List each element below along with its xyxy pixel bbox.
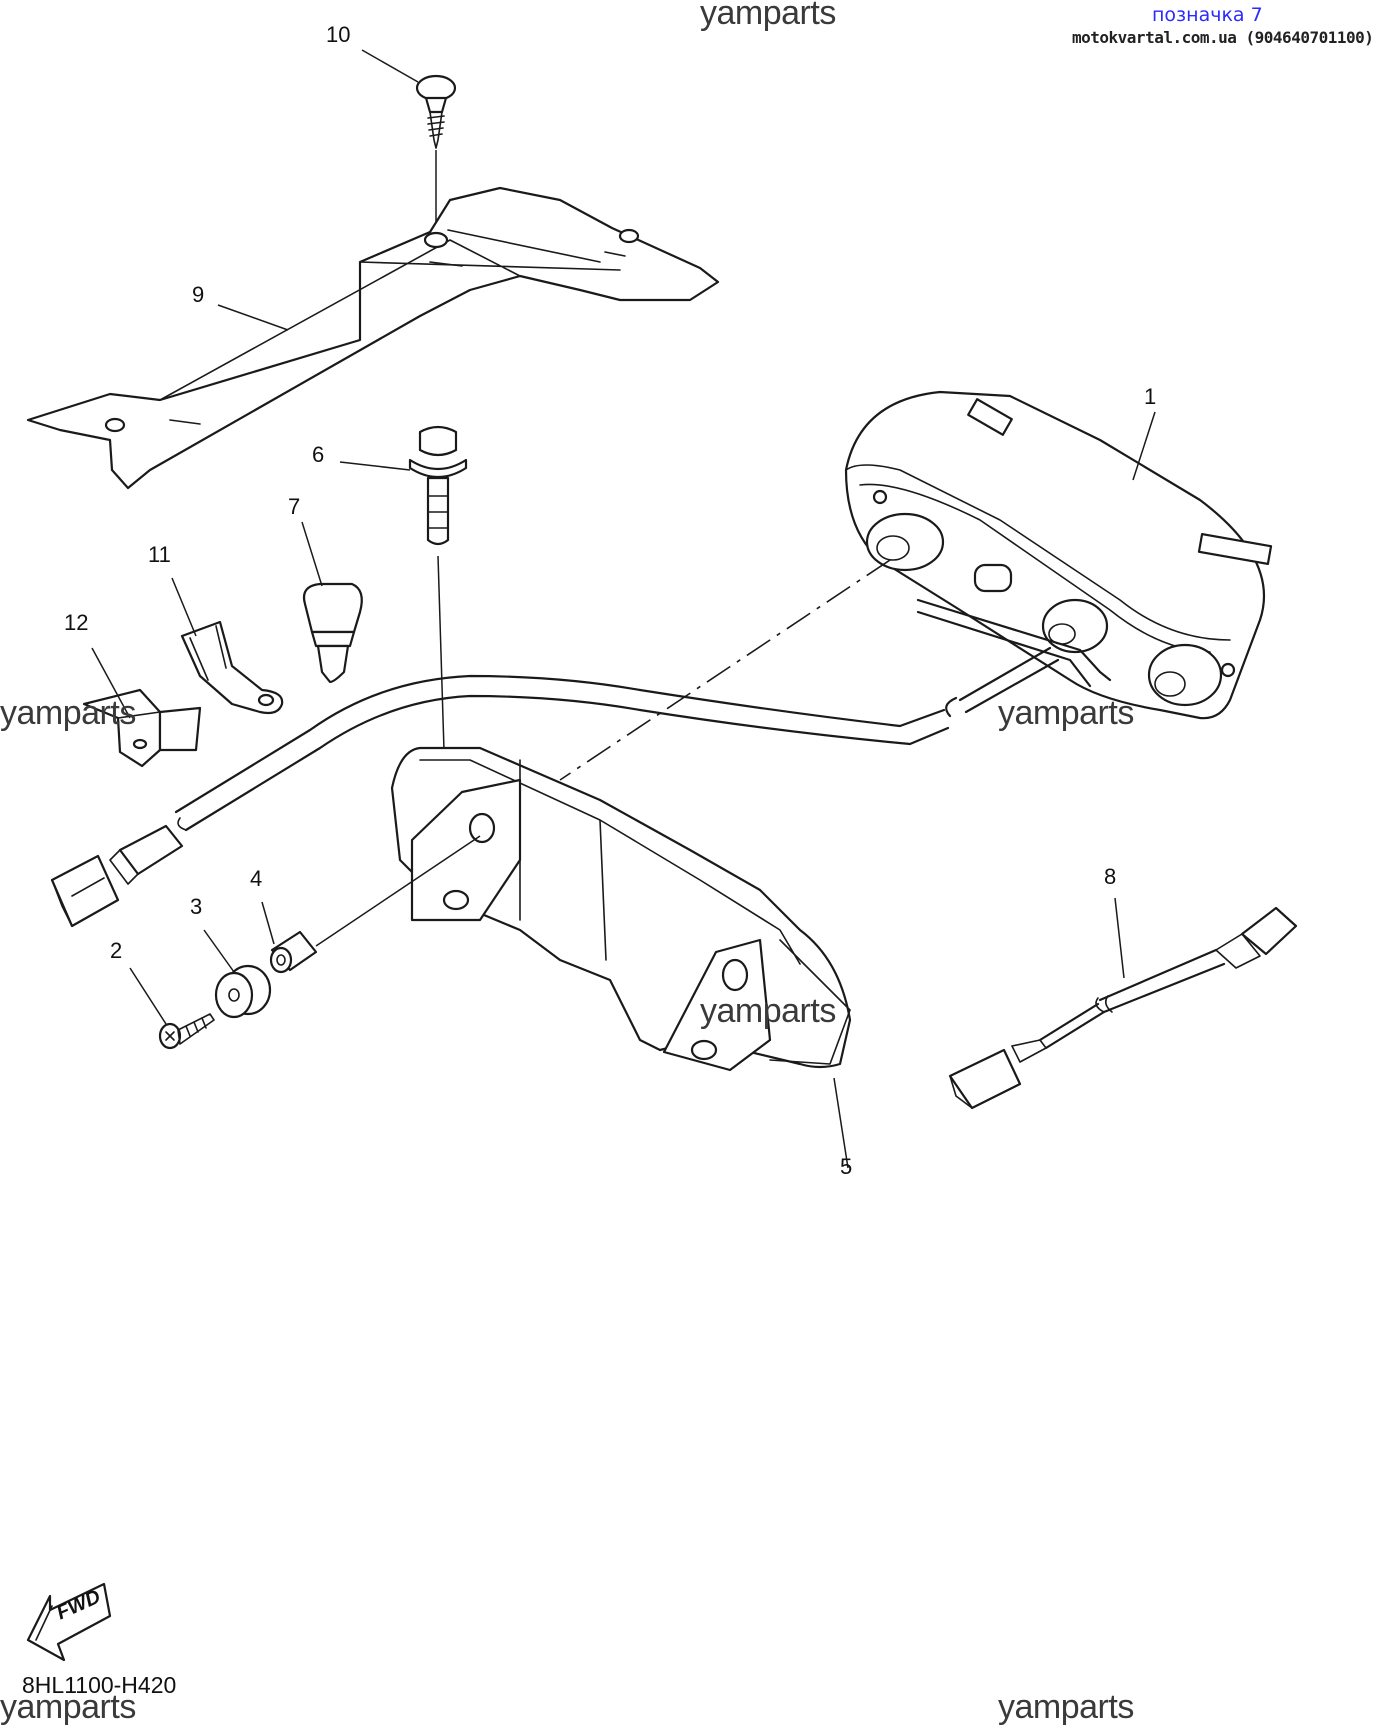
part-9-bracket	[26, 186, 720, 490]
callout-9: 9	[192, 282, 205, 307]
part-1-tail-light	[844, 390, 1273, 720]
part-4-collar	[269, 930, 318, 974]
callout-4: 4	[250, 866, 263, 891]
part-12-small-bracket	[82, 688, 202, 768]
main-harness-cable	[174, 674, 950, 832]
header-site: motokvartal.com.ua (904640701100)	[1072, 28, 1374, 47]
part-11-bracket-clip	[180, 620, 284, 715]
watermark: yamparts	[0, 694, 136, 732]
callout-7: 7	[288, 494, 301, 519]
diagram-code: 8HL1100-H420	[22, 1672, 177, 1698]
part-5-main-bracket	[390, 746, 852, 1072]
part-8-sub-harness	[948, 906, 1298, 1110]
callout-1: 1	[1144, 384, 1157, 409]
callout-leaders	[91, 49, 1156, 1169]
callout-11: 11	[148, 542, 171, 567]
part-10-screw	[415, 74, 457, 149]
callout-3: 3	[190, 894, 203, 919]
header-tag: позначка 7	[1152, 4, 1263, 26]
watermark: yamparts	[998, 694, 1134, 732]
callout-6: 6	[312, 442, 325, 467]
callout-10: 10	[326, 22, 351, 47]
watermark: yamparts	[700, 0, 836, 32]
part-6-bolt	[408, 425, 468, 546]
callout-2: 2	[110, 938, 123, 963]
watermark: yamparts	[0, 1688, 136, 1726]
callout-5: 5	[840, 1154, 853, 1179]
tail-light-wiring	[916, 598, 1112, 718]
watermark: yamparts	[998, 1688, 1134, 1726]
harness-connector	[50, 824, 184, 928]
part-3-grommet	[214, 964, 272, 1019]
callout-8: 8	[1104, 864, 1117, 889]
fwd-arrow-icon	[26, 1582, 112, 1662]
callout-12: 12	[64, 610, 89, 635]
part-2-screw	[158, 1013, 215, 1050]
part-7-clip	[302, 582, 363, 684]
watermark: yamparts	[700, 992, 836, 1030]
